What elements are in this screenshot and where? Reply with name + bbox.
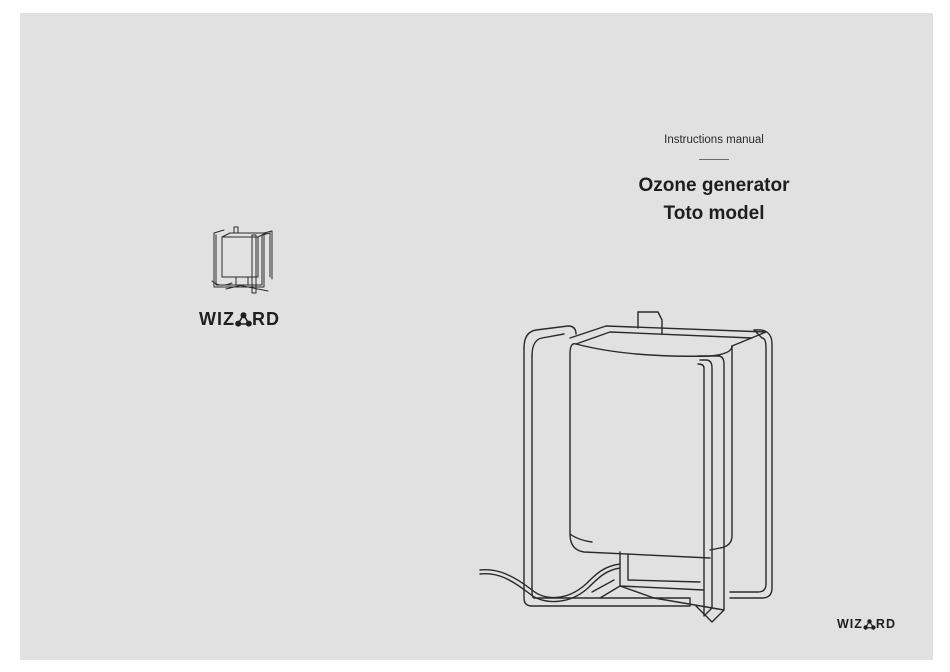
manual-cover-page: WIZ RD Instructions manual Ozone generat… [20, 13, 933, 660]
logo-wordmark-end: RD [875, 617, 896, 631]
title-divider [699, 159, 729, 160]
small-product-illustration [211, 226, 273, 294]
product-title-line1: Ozone generator [638, 175, 790, 196]
cover-title-block: Instructions manual Ozone generator Toto… [594, 131, 834, 228]
brand-logo-right: WIZ RD [837, 617, 896, 631]
product-title-line2: Toto model [663, 203, 765, 224]
large-product-illustration [479, 311, 773, 623]
logo-wordmark-start: WIZ [199, 309, 235, 329]
logo-wordmark-end: RD [252, 309, 280, 329]
logo-wordmark-start: WIZ [837, 617, 863, 631]
document-subtitle: Instructions manual [664, 134, 764, 146]
brand-logo-left: WIZ RD [199, 309, 280, 330]
three-dot-triangle-icon [863, 618, 876, 630]
three-dot-triangle-icon [235, 312, 252, 327]
